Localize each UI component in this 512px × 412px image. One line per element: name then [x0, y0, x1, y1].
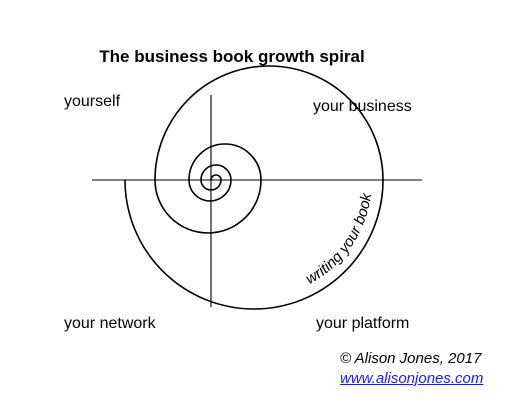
quadrant-label-your-network: your network	[64, 315, 156, 332]
growth-spiral	[124, 65, 384, 310]
spiral-label: writing your book	[303, 191, 376, 288]
copyright-notice: © Alison Jones, 2017	[340, 350, 482, 367]
website-link[interactable]: www.alisonjones.com	[340, 370, 484, 387]
spiral-label-text: writing your book	[303, 191, 376, 288]
quadrant-label-yourself: yourself	[64, 93, 121, 110]
quadrant-label-your-platform: your platform	[316, 315, 410, 332]
quadrant-label-your-business: your business	[313, 98, 412, 115]
diagram-title: The business book growth spiral	[99, 47, 365, 66]
